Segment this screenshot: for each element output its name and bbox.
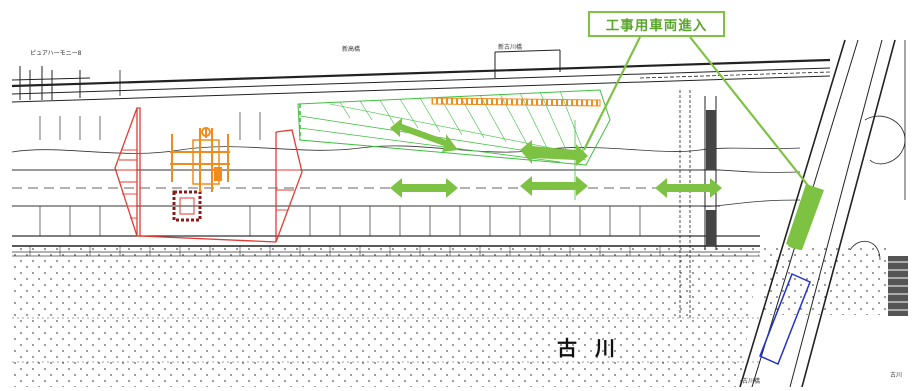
orange-strip xyxy=(431,97,601,107)
bridge-label-box xyxy=(759,272,811,366)
vehicle-arrows xyxy=(390,118,822,250)
red-work-area xyxy=(114,107,303,243)
vehicle-entry-callout: 工事用車両進入 xyxy=(588,11,725,37)
arrow-1 xyxy=(390,118,458,152)
bridge-diagonal xyxy=(739,39,906,388)
river-area xyxy=(12,245,908,387)
callout-leaders xyxy=(583,36,811,189)
crane-equipment xyxy=(170,127,230,192)
river-label: 古川 xyxy=(557,336,633,360)
arrow-4 xyxy=(520,176,588,196)
upper-road xyxy=(11,49,831,103)
label-bridge-bottom: 古川橋 xyxy=(742,378,761,385)
label-top-mid2: 新古川橋 xyxy=(498,44,523,51)
arrow-2 xyxy=(520,140,588,166)
label-bottom-right: 古川 xyxy=(890,372,903,379)
vehicle-arrow-6-head xyxy=(786,184,824,250)
arrow-5 xyxy=(655,178,722,198)
label-top-mid: 新高橋 xyxy=(342,46,361,53)
vertical-structure xyxy=(679,90,717,320)
label-top-left: ピュアハーモニー8 xyxy=(30,50,82,57)
arrow-3 xyxy=(390,178,458,198)
